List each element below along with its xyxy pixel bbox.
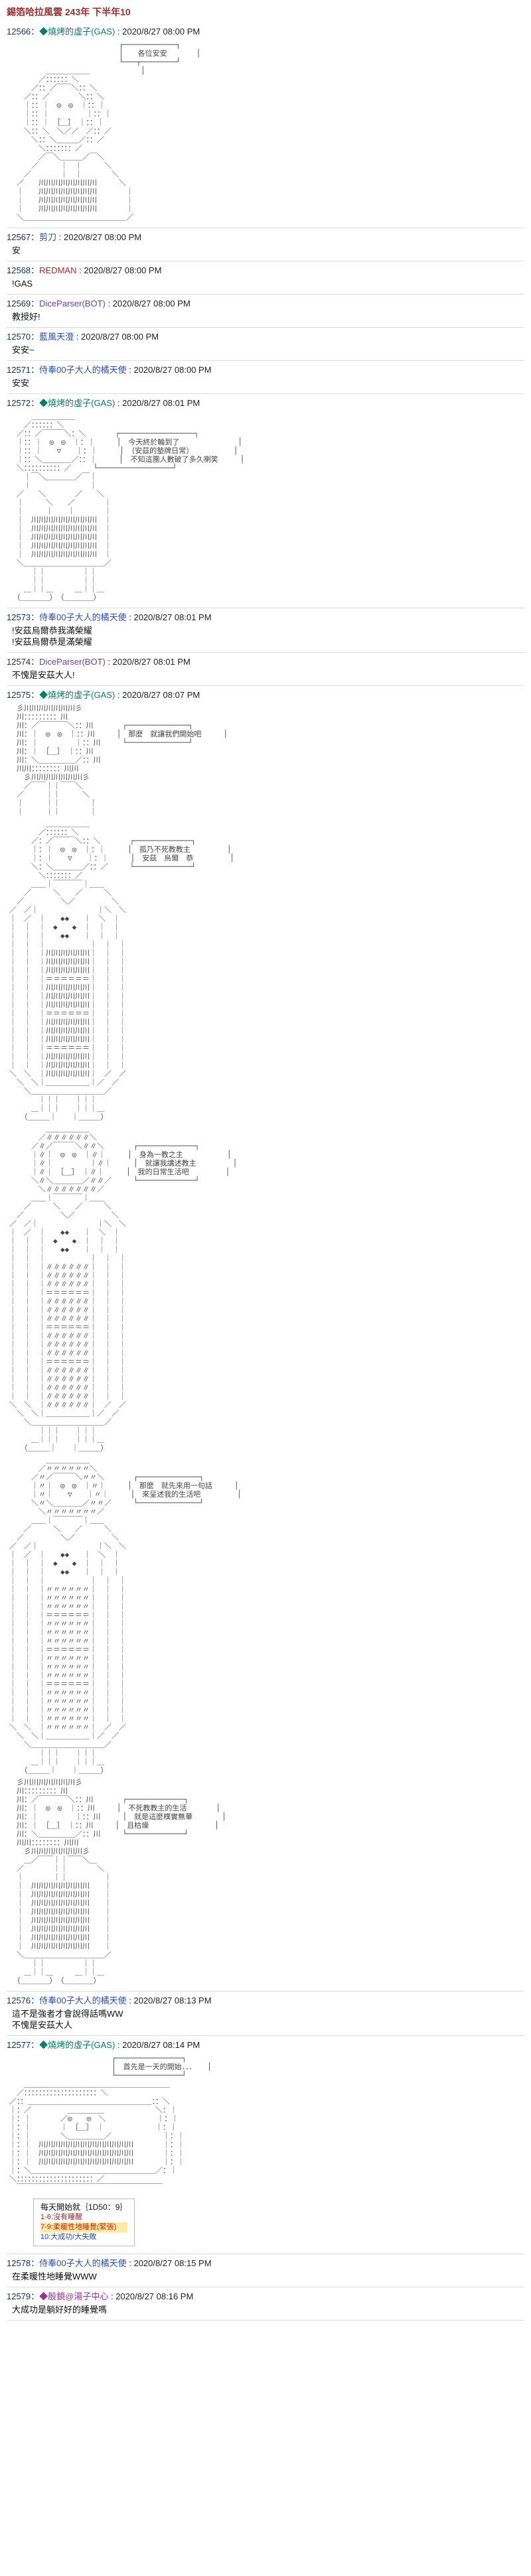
post-time: : 2020/8/27 08:00 PM — [74, 332, 159, 342]
post-header: 12566：◆燒烤的虛子(GAS) : 2020/8/27 08:00 PM — [7, 26, 524, 37]
ascii-art: ┌───────────────┐ │ 首先是一天的開始．．． │ └─────… — [9, 2054, 212, 2192]
thread-title: 錫箔哈拉風雲 243年 下半年10 — [7, 7, 131, 17]
post-number[interactable]: 12578： — [7, 2258, 40, 2268]
post-12567: 12567：剪刀 : 2020/8/27 08:00 PM 安 — [7, 228, 524, 261]
ascii-art-intro: 彡川川川川川川川彡 川：：：：：：：：：川 川：／￣￣￣￣＼：：川 ┌─────… — [16, 704, 228, 816]
post-content: 大成功是躺好好的睡覺嗎 — [12, 2305, 108, 2315]
post-number[interactable]: 12568： — [7, 265, 40, 275]
dice-option-1: 1-6:沒有睡醒 — [40, 2213, 82, 2221]
post-12578: 12578：侍奉00子大人的橘天使 : 2020/8/27 08:15 PM 在… — [7, 2254, 524, 2287]
post-12575: 12575：◆燒烤的虛子(GAS) : 2020/8/27 08:07 PM 彡… — [7, 686, 524, 1992]
post-12574: 12574：DiceParser(BOT) : 2020/8/27 08:01 … — [7, 653, 524, 686]
post-number[interactable]: 12566： — [7, 27, 40, 36]
ascii-art-fullbody-2: ＿＿＿＿＿＿ ／∥∥∥∥∥∥＼ ／∥／￣￣￣＼∥∥＼ ┌────────────… — [9, 1124, 238, 1452]
post-header: 12572：◆燒烤的虛子(GAS) : 2020/8/27 08:01 PM — [7, 397, 524, 409]
post-author[interactable]: ◆燒烤的虛子(GAS) — [39, 2040, 115, 2050]
post-time: : 2020/8/27 08:00 PM — [56, 232, 142, 242]
post-content: 安安~ — [12, 345, 35, 355]
post-time: : 2020/8/27 08:00 PM — [105, 299, 190, 308]
post-author[interactable]: 藍風天澄 — [39, 332, 74, 342]
thread-page: 錫箔哈拉風雲 243年 下半年10 12566：◆燒烤的虛子(GAS) : 20… — [7, 7, 524, 2321]
post-header: 12576：侍奉00子大人的橘天使 : 2020/8/27 08:13 PM — [7, 1995, 524, 2006]
post-time: : 2020/8/27 08:00 PM — [115, 27, 200, 36]
post-content: 安安 — [12, 378, 30, 388]
post-number[interactable]: 12570： — [7, 332, 40, 342]
post-12568: 12568：REDMAN : 2020/8/27 08:00 PM !GAS — [7, 261, 524, 295]
post-number[interactable]: 12569： — [7, 299, 40, 308]
post-header: 12570：藍風天澄 : 2020/8/27 08:00 PM — [7, 331, 524, 342]
post-author[interactable]: DiceParser(BOT) — [39, 657, 106, 667]
post-number[interactable]: 12576： — [7, 1996, 40, 2005]
post-author[interactable]: 侍奉00子大人的橘天使 — [39, 365, 127, 375]
dice-option-3: 10:大成功/大失敗 — [40, 2233, 97, 2241]
dice-roll-result: 每天開始就｛1D50：9｝ — [40, 2203, 128, 2212]
post-content: !安茲烏爾恭我滿榮耀 !安茲烏爾恭是滿榮耀 — [12, 626, 92, 647]
post-number[interactable]: 12571： — [7, 365, 40, 375]
post-header: 12579：◆殷鏡@湯子中心 : 2020/8/27 08:16 PM — [7, 2291, 524, 2302]
post-time: : 2020/8/27 08:13 PM — [126, 1996, 212, 2005]
post-time: : 2020/8/27 08:14 PM — [115, 2040, 200, 2050]
post-header: 12567：剪刀 : 2020/8/27 08:00 PM — [7, 232, 524, 243]
post-number[interactable]: 12572： — [7, 398, 40, 408]
ascii-art: ＿＿＿＿＿＿ ／：：：：：：＼ ／：：／￣￣￣＼：＼ ┌────────────… — [16, 412, 245, 602]
post-content: 不愧是安茲大人! — [12, 670, 75, 680]
post-time: : 2020/8/27 08:01 PM — [126, 612, 212, 622]
post-author[interactable]: 侍奉00子大人的橘天使 — [39, 2258, 127, 2268]
post-content: 這不是強者才會說得話嗎WW 不愧是安茲大人 — [12, 2009, 123, 2030]
ascii-art-closing: 彡川川川川川川川彡 川：：：：：：：：：川 川：／￣￣￣￣＼：：川 ┌─────… — [16, 1778, 226, 1985]
post-time: : 2020/8/27 08:07 PM — [115, 690, 200, 700]
post-time: : 2020/8/27 08:16 PM — [108, 2291, 194, 2301]
post-time: : 2020/8/27 08:15 PM — [126, 2258, 212, 2268]
post-header: 12568：REDMAN : 2020/8/27 08:00 PM — [7, 265, 524, 276]
post-header: 12578：侍奉00子大人的橘天使 : 2020/8/27 08:15 PM — [7, 2258, 524, 2269]
post-12571: 12571：侍奉00子大人的橘天使 : 2020/8/27 08:00 PM 安… — [7, 361, 524, 394]
post-time: : 2020/8/27 08:01 PM — [105, 657, 190, 667]
post-12572: 12572：◆燒烤的虛子(GAS) : 2020/8/27 08:01 PM ＿… — [7, 394, 524, 608]
post-content: 教授好! — [12, 312, 40, 322]
post-author[interactable]: ◆燒烤的虛子(GAS) — [39, 27, 115, 36]
post-author[interactable]: ◆燒烤的虛子(GAS) — [39, 398, 115, 408]
post-12577: 12577：◆燒烤的虛子(GAS) : 2020/8/27 08:14 PM ┌… — [7, 2036, 524, 2254]
post-header: 12573：侍奉00子大人的橘天使 : 2020/8/27 08:01 PM — [7, 612, 524, 623]
dice-roll-box: 每天開始就｛1D50：9｝ 1-6:沒有睡醒 7-9:柔暖性地睡覺(緊張) 10… — [33, 2199, 135, 2246]
post-12566: 12566：◆燒烤的虛子(GAS) : 2020/8/27 08:00 PM ┌… — [7, 23, 524, 228]
post-number[interactable]: 12573： — [7, 612, 40, 622]
post-number[interactable]: 12577： — [7, 2040, 40, 2050]
post-content: 在柔暖性地睡覺WWW — [12, 2271, 97, 2281]
post-12570: 12570：藍風天澄 : 2020/8/27 08:00 PM 安安~ — [7, 328, 524, 361]
post-time: : 2020/8/27 08:00 PM — [76, 265, 162, 275]
post-header: 12569：DiceParser(BOT) : 2020/8/27 08:00 … — [7, 298, 524, 309]
post-author[interactable]: REDMAN — [39, 265, 77, 275]
post-author[interactable]: 侍奉00子大人的橘天使 — [39, 1996, 127, 2005]
post-12569: 12569：DiceParser(BOT) : 2020/8/27 08:00 … — [7, 295, 524, 328]
post-number[interactable]: 12574： — [7, 657, 40, 667]
post-header: 12571：侍奉00子大人的橘天使 : 2020/8/27 08:00 PM — [7, 364, 524, 375]
ascii-art: ┌────────────┐ │ 各位安安 │ └───┬────────┘ ＿… — [16, 40, 201, 222]
post-content: !GAS — [12, 279, 33, 289]
post-author[interactable]: 侍奉00子大人的橘天使 — [39, 612, 127, 622]
post-12579: 12579：◆殷鏡@湯子中心 : 2020/8/27 08:16 PM 大成功是… — [7, 2287, 524, 2321]
ascii-art-fullbody-3: ＿＿＿＿＿＿ ／〃〃〃〃〃〃＼ ／〃／￣￣￣＼〃〃＼ ┌────────────… — [9, 1456, 242, 1775]
ascii-art-fullbody-1: ＿＿＿＿＿＿ ／：：：：：：＼ ／：／￣￣￣＼：：＼ ┌────────────… — [9, 819, 234, 1121]
post-header: 12575：◆燒烤的虛子(GAS) : 2020/8/27 08:07 PM — [7, 689, 524, 701]
post-author[interactable]: ◆燒烤的虛子(GAS) — [39, 690, 115, 700]
post-number[interactable]: 12575： — [7, 690, 40, 700]
post-number[interactable]: 12567： — [7, 232, 40, 242]
post-header: 12577：◆燒烤的虛子(GAS) : 2020/8/27 08:14 PM — [7, 2039, 524, 2051]
post-header: 12574：DiceParser(BOT) : 2020/8/27 08:01 … — [7, 656, 524, 667]
post-12576: 12576：侍奉00子大人的橘天使 : 2020/8/27 08:13 PM 這… — [7, 1992, 524, 2036]
post-author[interactable]: 剪刀 — [39, 232, 57, 242]
post-time: : 2020/8/27 08:00 PM — [126, 365, 212, 375]
post-author[interactable]: DiceParser(BOT) — [39, 299, 106, 308]
post-number[interactable]: 12579： — [7, 2291, 40, 2301]
post-12573: 12573：侍奉00子大人的橘天使 : 2020/8/27 08:01 PM !… — [7, 608, 524, 653]
post-content: 安 — [12, 245, 21, 255]
post-time: : 2020/8/27 08:01 PM — [115, 398, 200, 408]
dice-option-2-highlighted: 7-9:柔暖性地睡覺(緊張) — [40, 2222, 128, 2232]
post-author[interactable]: ◆殷鏡@湯子中心 — [39, 2291, 109, 2301]
